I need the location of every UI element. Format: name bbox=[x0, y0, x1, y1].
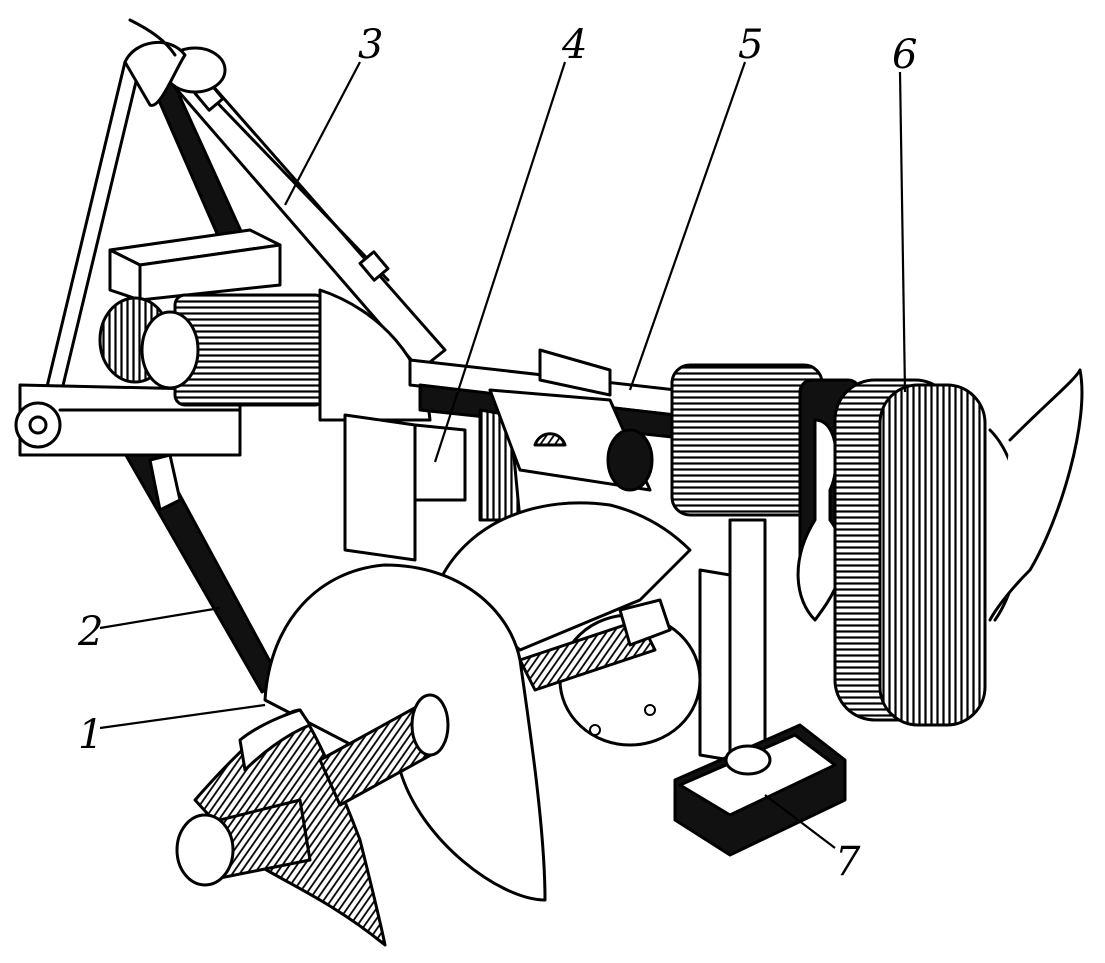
auger-core bbox=[175, 693, 450, 887]
vertical-plate bbox=[343, 408, 522, 562]
callout-3: 3 bbox=[358, 22, 383, 68]
callout-4: 4 bbox=[561, 22, 587, 68]
inner-mechanism bbox=[488, 388, 654, 492]
drive-cylinder bbox=[98, 293, 327, 407]
callout-5: 5 bbox=[738, 22, 763, 68]
a-frame bbox=[43, 18, 447, 400]
callout-7: 7 bbox=[835, 839, 861, 885]
callout-labels: 1 2 3 4 5 6 7 bbox=[77, 22, 917, 885]
gearbox-block bbox=[108, 228, 282, 302]
auger-shaft bbox=[518, 598, 672, 692]
callout-2: 2 bbox=[77, 609, 103, 655]
bearing-plate bbox=[318, 288, 432, 422]
callout-1: 1 bbox=[78, 712, 103, 758]
pneumatic-wheel bbox=[833, 368, 1084, 727]
leader-lines bbox=[99, 61, 907, 849]
support-column bbox=[673, 518, 847, 857]
hitch-tube bbox=[118, 438, 282, 694]
callout-6: 6 bbox=[892, 32, 917, 78]
wheel-hub-housing bbox=[670, 363, 862, 622]
